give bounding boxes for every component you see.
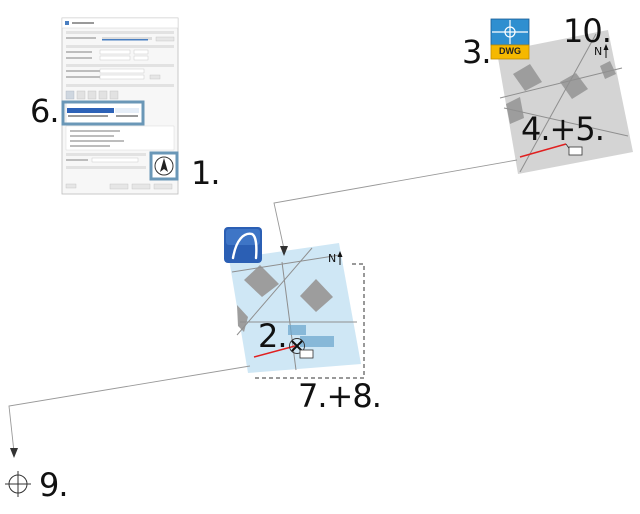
north-arrow-icon — [154, 156, 174, 176]
archicad-plan-buildings — [237, 265, 333, 332]
connector-dwg-to-archicad — [273, 159, 518, 256]
north-button-highlight-frame — [149, 151, 179, 181]
step-label-1: 1. — [191, 154, 221, 192]
dwg-north-arrow-icon — [603, 44, 609, 58]
archicad-red-reference-line — [253, 345, 296, 358]
list-highlight-frame — [61, 100, 145, 126]
move-cursor-icon — [291, 340, 303, 352]
step-label-3: 3. — [462, 33, 492, 71]
snap-point-circle — [289, 338, 305, 354]
dwg-plan-view — [497, 30, 633, 174]
archicad-plan-view — [229, 243, 365, 379]
archicad-cursor-label — [299, 349, 314, 359]
archicad-logo-icon — [224, 227, 262, 263]
archicad-north-arrow-icon — [337, 251, 343, 265]
step-label-9: 9. — [39, 466, 69, 504]
step-label-4-5: 4.+5. — [521, 110, 605, 148]
archicad-north-label: N — [328, 252, 337, 265]
dwg-icon-label: DWG — [499, 46, 521, 56]
step-label-2: 2. — [258, 317, 288, 355]
imported-dwg-overlay — [288, 325, 334, 347]
dwg-file-icon — [490, 18, 530, 60]
dashed-boundary — [252, 263, 365, 379]
crosshair-origin-icon — [5, 471, 31, 497]
dwg-cursor-label — [568, 146, 583, 156]
settings-dialog-thumbnail — [61, 17, 179, 195]
step-label-10: 10. — [563, 12, 612, 50]
step-label-6: 6. — [30, 92, 60, 130]
dwg-plan-buildings — [506, 61, 616, 124]
step-label-7-8: 7.+8. — [298, 377, 382, 415]
connector-archicad-to-origin — [8, 365, 251, 458]
dwg-north-label: N — [594, 45, 603, 58]
dwg-red-reference-line — [519, 143, 567, 158]
